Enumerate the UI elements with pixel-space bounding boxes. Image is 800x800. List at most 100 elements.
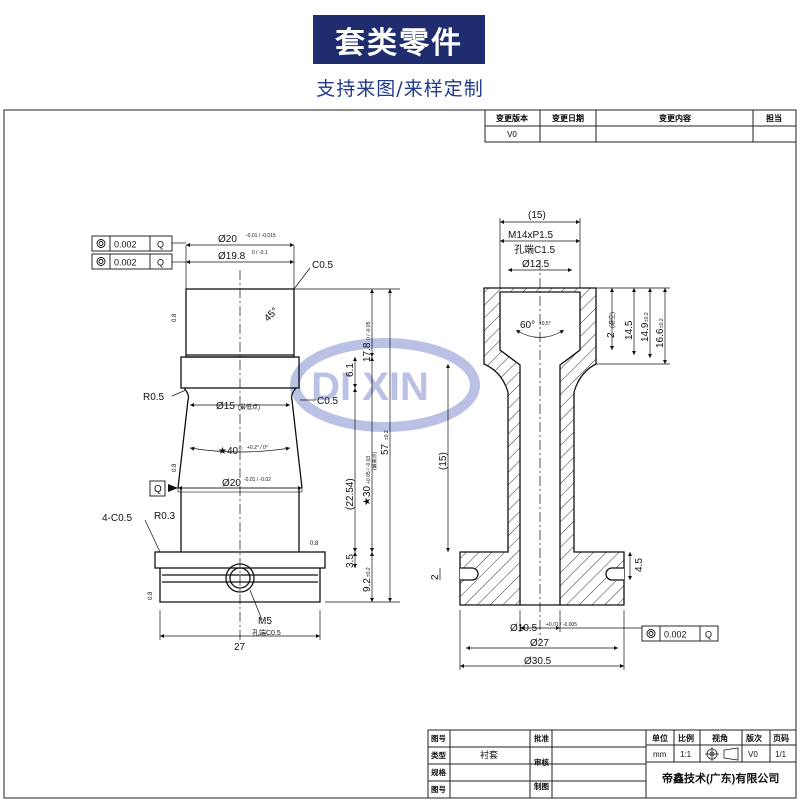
dim-h178-tol: 0 / -0.05 (366, 321, 372, 340)
dim-h35: 3.5 (345, 554, 356, 568)
dim-d15-note: (最低点) (238, 403, 260, 411)
dim-d198: Ø19.8 (218, 251, 246, 262)
right-gdt-datum: Q (705, 630, 712, 640)
dim-depth2-note: (避空) (608, 312, 616, 328)
dim-d20-mid: Ø20 (222, 478, 241, 489)
dim-c05-mid: C0.5 (317, 396, 339, 407)
dim-h2: 2 (430, 574, 441, 580)
tb-version-value: V0 (748, 750, 758, 759)
rev-header-date: 变更日期 (552, 113, 584, 123)
datum-q-label: Q (154, 484, 162, 495)
dim-h45: 4.5 (634, 558, 645, 572)
dim-angle45: 45° (262, 306, 280, 324)
tb-view-header: 视角 (712, 733, 728, 743)
dim-h166: 16.6 (655, 328, 666, 348)
dim-d125: Ø12.5 (522, 259, 550, 270)
dim-m5-note: 孔端C0.5 (252, 628, 281, 637)
dim-depth2: 2 (606, 332, 617, 338)
dim-d20-top-tol: -0.01 / -0.015 (246, 233, 276, 239)
dim-thread-note: 孔端C1.5 (514, 243, 556, 256)
dim-h30: ★30 (362, 485, 373, 506)
page-subtitle: 支持来图/来样定制 (316, 78, 484, 100)
projection-angle-icon (705, 747, 739, 761)
dim-c05-top: C0.5 (312, 260, 334, 271)
dim-h92-tol: ±0.2 (366, 567, 372, 577)
gdt-value-1: 0.002 (114, 240, 137, 250)
dim-d198-tol: 0 / -0.1 (252, 250, 268, 256)
rough-4: 0.8 (148, 591, 154, 600)
dim-h145: 14.5 (624, 320, 635, 340)
tb-page-value: 1/1 (775, 750, 787, 759)
gdt-value-2: 0.002 (114, 258, 137, 268)
dim-angle60-tol: ±0.5° (539, 321, 551, 327)
tb-label-review: 审核 (534, 757, 549, 767)
dim-h149: 14.9 (640, 322, 651, 342)
dim-d15ref: (15) (528, 210, 546, 221)
title-banner: 套类零件 (313, 15, 485, 64)
right-view (459, 260, 625, 640)
dim-h30-tol: +0.05 / -0.03 (366, 456, 372, 484)
tb-type-value: 衬套 (480, 749, 498, 760)
dim-d20-mid-tol: -0.01 / -0.02 (244, 477, 271, 483)
page-title: 套类零件 (335, 25, 463, 61)
dim-4-c05: 4-C0.5 (102, 513, 132, 524)
gdt-datum-1: Q (157, 240, 164, 250)
rev-header-owner: 担当 (766, 113, 782, 123)
dim-width27: 27 (234, 642, 246, 653)
rough-1: 0.8 (172, 313, 178, 322)
dim-h92: 9.2 (362, 578, 373, 592)
dim-angle60: 60° (520, 320, 535, 331)
left-view (154, 270, 326, 640)
dim-d305: Ø30.5 (524, 656, 552, 667)
rough-3: 0.8 (310, 541, 319, 547)
tb-label-spec: 规格 (431, 767, 446, 777)
dim-h30-note: (最高点) (371, 451, 378, 470)
dim-h61: 6.1 (345, 363, 356, 377)
tb-label-approve: 批准 (534, 733, 549, 743)
datum-q-box (149, 480, 166, 497)
dim-thread: M14xP1.5 (508, 230, 553, 241)
dim-d27: Ø27 (530, 638, 549, 649)
dim-angle40-tol: +0.2° / 0° (247, 445, 268, 451)
rev-header-version: 变更版本 (496, 113, 528, 123)
title-block (427, 729, 797, 799)
tb-version-header: 版次 (745, 733, 762, 743)
dim-r05: R0.5 (143, 392, 165, 403)
dim-h149-tol: ±0.2 (644, 312, 650, 322)
dim-r03: R0.3 (154, 511, 176, 522)
dim-d15: Ø15 (216, 401, 235, 412)
left-dimension-lines (144, 242, 400, 640)
dim-h2254: (22.54) (345, 478, 356, 510)
tb-scale-value: 1:1 (680, 750, 692, 759)
rev-header-content: 变更内容 (659, 113, 691, 123)
left-gdt-frame-1 (91, 235, 173, 252)
rough-2: 0.8 (172, 463, 178, 472)
tb-label-drawing-no: 图号 (431, 734, 446, 743)
tb-label-type: 类型 (431, 750, 446, 760)
dim-m5: M5 (258, 616, 272, 627)
gdt-datum-2: Q (157, 258, 164, 268)
drawing-frame (3, 109, 797, 799)
dim-h57: 57 (380, 443, 391, 455)
tb-label-part-no: 图号 (431, 785, 446, 794)
tb-scale-header: 比例 (678, 733, 694, 743)
dim-h15ref: (15) (438, 452, 449, 470)
tb-unit-header: 单位 (652, 733, 668, 743)
right-gdt-value: 0.002 (664, 630, 687, 640)
tb-page-header: 页码 (773, 734, 789, 743)
right-gdt-frame (641, 625, 719, 642)
tb-label-draw: 制图 (534, 781, 549, 791)
dim-d105-tol: +0.01 / -0.005 (546, 622, 577, 628)
dim-h178: 17.8 (362, 342, 373, 362)
dim-d20-top: Ø20 (218, 234, 237, 245)
revision-table (484, 109, 797, 143)
dim-angle40: ★40° (218, 446, 242, 457)
dim-h166-tol: ±0.2 (659, 318, 665, 328)
tb-unit-value: mm (653, 750, 667, 759)
rev-row-version: V0 (507, 130, 517, 139)
dim-d105: Ø10.5 (510, 623, 538, 634)
right-dimension-lines (439, 218, 670, 670)
left-gdt-frame-2 (91, 253, 173, 270)
dim-h57-tol: ±0.2 (384, 430, 390, 440)
